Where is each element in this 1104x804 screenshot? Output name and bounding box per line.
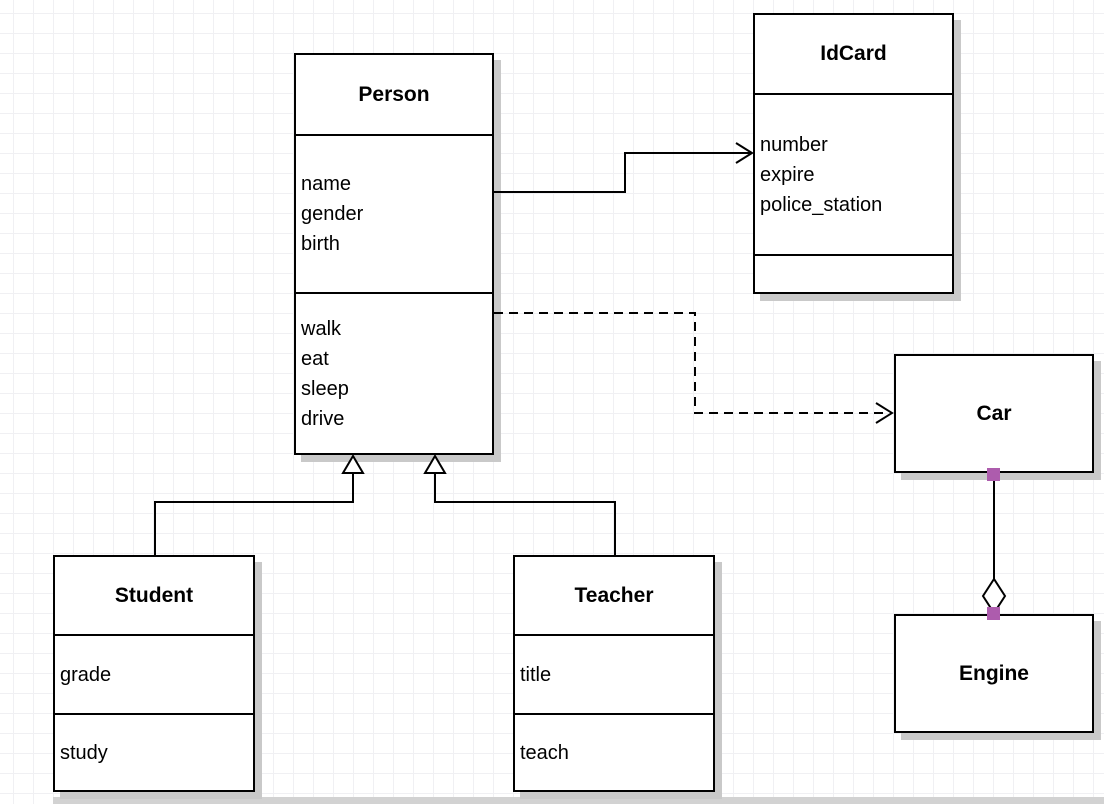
association-person-idcard[interactable] bbox=[494, 142, 754, 193]
page-bottom-edge bbox=[53, 797, 1104, 804]
class-person[interactable]: Person name gender birth walk eat sleep … bbox=[294, 53, 494, 455]
hollow-triangle-icon bbox=[341, 454, 365, 474]
class-student[interactable]: Student grade study bbox=[53, 555, 255, 792]
class-student-title: Student bbox=[114, 583, 194, 607]
method: walk bbox=[301, 317, 342, 340]
method: eat bbox=[301, 347, 329, 370]
aggregation-car-engine[interactable] bbox=[981, 468, 1007, 620]
method: sleep bbox=[301, 377, 349, 400]
class-engine-title: Engine bbox=[958, 661, 1029, 685]
class-student-methods: study bbox=[55, 713, 253, 790]
method: teach bbox=[520, 741, 569, 764]
association-line[interactable] bbox=[494, 152, 750, 193]
class-person-title: Person bbox=[358, 82, 430, 106]
attribute: birth bbox=[301, 233, 340, 255]
class-teacher-methods: teach bbox=[515, 713, 713, 790]
open-arrowhead-icon bbox=[875, 402, 894, 424]
attribute: name bbox=[301, 173, 352, 195]
generalization-student-person[interactable] bbox=[154, 454, 365, 555]
method: study bbox=[60, 741, 108, 764]
generalization-line[interactable] bbox=[434, 473, 616, 555]
class-person-methods: walk eat sleep drive bbox=[296, 292, 492, 453]
class-idcard-methods bbox=[755, 254, 952, 292]
class-teacher-title: Teacher bbox=[574, 583, 654, 607]
dependency-line[interactable] bbox=[494, 312, 888, 414]
dependency-person-car[interactable] bbox=[494, 312, 894, 424]
generalization-line[interactable] bbox=[154, 473, 354, 555]
attribute: title bbox=[520, 663, 552, 686]
class-teacher-attributes: title bbox=[515, 634, 713, 713]
class-idcard[interactable]: IdCard number expire police_station bbox=[753, 13, 954, 294]
method: drive bbox=[301, 407, 345, 430]
class-engine[interactable]: Engine bbox=[894, 614, 1094, 733]
class-person-attributes: name gender birth bbox=[296, 134, 492, 292]
hollow-triangle-icon bbox=[423, 454, 447, 474]
hollow-diamond-icon bbox=[981, 577, 1007, 615]
class-idcard-title: IdCard bbox=[820, 42, 887, 65]
open-arrowhead-icon bbox=[735, 142, 754, 164]
class-student-attributes: grade bbox=[55, 634, 253, 713]
class-idcard-attributes: number expire police_station bbox=[755, 93, 952, 254]
attribute: gender bbox=[301, 203, 364, 225]
class-car-title: Car bbox=[976, 401, 1012, 425]
attribute: grade bbox=[60, 663, 112, 686]
generalization-teacher-person[interactable] bbox=[423, 454, 616, 555]
class-teacher[interactable]: Teacher title teach bbox=[513, 555, 715, 792]
class-car[interactable]: Car bbox=[894, 354, 1094, 473]
attribute: expire bbox=[760, 163, 815, 186]
attribute: number bbox=[760, 133, 828, 156]
attribute: police_station bbox=[760, 193, 883, 216]
